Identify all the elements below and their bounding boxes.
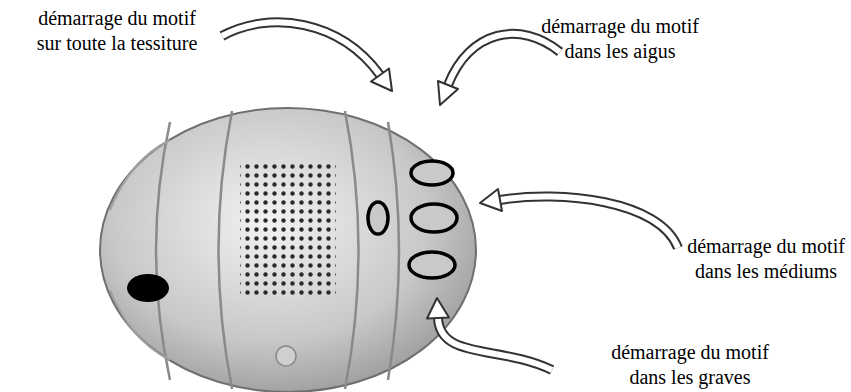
panel-seam — [110, 140, 170, 210]
device-body — [100, 108, 476, 392]
button-mid — [411, 204, 457, 232]
panel-seam — [219, 111, 233, 389]
small-hole — [276, 346, 296, 366]
panel-seam — [345, 111, 359, 389]
leader-arrow — [438, 34, 560, 105]
callout-label: démarrage du motif dans les médiums — [681, 234, 851, 284]
button-low — [409, 252, 455, 278]
panel-seam — [388, 122, 399, 380]
power-button — [127, 274, 169, 302]
leader-arrow — [480, 189, 678, 248]
leader-arrow — [222, 22, 392, 91]
speaker-grille — [240, 162, 336, 298]
button-high — [411, 161, 453, 185]
button-full-range — [368, 202, 388, 234]
panel-seam — [156, 122, 170, 380]
leader-arrow — [427, 298, 552, 370]
callout-label: démarrage du motif dans les graves — [605, 340, 775, 390]
callout-label: démarrage du motif sur toute la tessitur… — [32, 6, 202, 56]
callout-label: démarrage du motif dans les aigus — [535, 14, 705, 64]
